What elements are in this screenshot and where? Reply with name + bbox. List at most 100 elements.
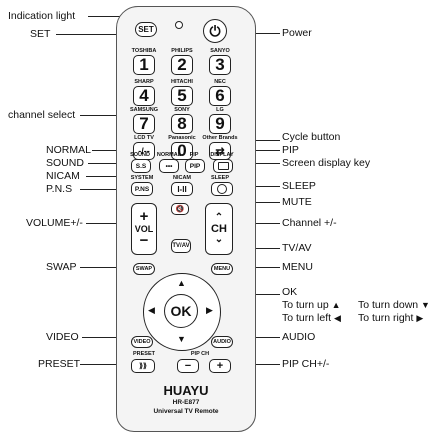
pip-ch-small-label: PIP CH (190, 351, 210, 357)
brand-label: NEC (214, 79, 226, 85)
power-label: Power (282, 27, 312, 39)
brand-label: SHARP (134, 79, 154, 85)
digit-3-button[interactable]: 3 (209, 55, 231, 75)
preset-button[interactable]: ⟫⟫ (131, 359, 155, 373)
digit-dash-button[interactable]: -/-- (133, 142, 155, 160)
screen-icon (217, 162, 229, 170)
video-button[interactable]: VIDEO (131, 336, 153, 348)
channel-leader (240, 223, 280, 224)
pns-leader (80, 189, 128, 190)
nicam-label: NICAM (46, 170, 80, 182)
pip-ch-label: PIP CH+/- (282, 358, 330, 370)
swap-button[interactable]: SWAP (133, 263, 155, 275)
channel-text: CH (211, 223, 227, 235)
clock-icon (217, 184, 227, 194)
arrow-right-icon[interactable]: ▶ (206, 305, 213, 315)
digit-6-button[interactable]: 6 (209, 86, 231, 106)
channel-select-label: channel select (8, 109, 76, 121)
row-label: SLEEP (210, 175, 230, 181)
video-leader (82, 337, 130, 338)
brand-label: SONY (174, 107, 190, 113)
ok-label: OK (282, 286, 298, 298)
sleep-button[interactable] (211, 182, 233, 196)
nicam-button[interactable]: I-II (171, 182, 193, 196)
pip-label: PIP (282, 144, 299, 156)
turn-left-label: To turn left ◀ (282, 312, 341, 324)
channel-select-leader (80, 115, 128, 116)
digit-1-button[interactable]: 1 (133, 55, 155, 75)
mute-button[interactable]: 🔇 (171, 203, 189, 215)
brand-label: PHILIPS (171, 48, 193, 54)
set-label: SET (30, 28, 51, 40)
channel-down-icon[interactable]: ⌄ (214, 234, 224, 245)
normal-label: NORMAL (46, 144, 91, 156)
pip-ch-leader (232, 364, 280, 365)
digit-0-button[interactable]: 0 (171, 141, 193, 160)
screen-display-key-label: Screen display key (282, 157, 371, 169)
channel-up-icon[interactable]: ⌃ (214, 212, 224, 223)
turn-right-label: To turn right ▶ (358, 312, 424, 324)
pip-ch-plus-button[interactable]: + (209, 359, 231, 373)
cycle-button[interactable]: ⇄ (209, 142, 231, 160)
menu-button[interactable]: MENU (211, 263, 233, 275)
volume-leader (86, 223, 128, 224)
indication-light-label: Indication light (8, 10, 76, 22)
screen-display-leader (238, 163, 280, 164)
pip-button[interactable]: PIP (185, 159, 205, 173)
brand-label: LCD TV (134, 135, 154, 141)
pns-button[interactable]: P.NS (131, 182, 153, 196)
row-label: PIP (189, 152, 199, 158)
volume-text: VOL (134, 224, 154, 234)
power-button[interactable]: ⏻ (203, 19, 227, 43)
remote-subtitle: Universal TV Remote (153, 408, 219, 415)
menu-label: MENU (282, 261, 313, 273)
preset-label: PRESET (38, 358, 81, 370)
volume-down-button[interactable]: − (139, 232, 149, 249)
digit-8-button[interactable]: 8 (171, 114, 193, 134)
normal-button[interactable]: ••• (159, 159, 179, 173)
audio-leader (232, 337, 280, 338)
volume-rocker[interactable]: + VOL − (131, 203, 157, 255)
digit-9-button[interactable]: 9 (209, 114, 231, 134)
row-label: SOUND (130, 152, 150, 158)
turn-up-label: To turn up ▲ (282, 299, 341, 311)
tvav-button[interactable]: TV/AV (171, 239, 191, 253)
cycle-button-label: Cycle button (282, 131, 341, 143)
indication-light (175, 21, 183, 29)
brand-label: Other Brands (202, 135, 238, 141)
brand-name: HUAYU (163, 383, 209, 398)
sound-label: SOUND (46, 157, 84, 169)
digit-5-button[interactable]: 5 (171, 86, 193, 106)
volume-label: VOLUME+/- (26, 217, 83, 229)
speaker-mute-icon: 🔇 (175, 206, 185, 213)
brand-label: LG (216, 107, 224, 113)
pip-ch-minus-button[interactable]: − (177, 359, 199, 373)
digit-4-button[interactable]: 4 (133, 86, 155, 106)
arrow-up-icon[interactable]: ▲ (177, 278, 186, 288)
arrow-down-icon[interactable]: ▼ (177, 334, 186, 344)
digit-7-button[interactable]: 7 (133, 114, 155, 134)
brand-label: SANYO (210, 48, 230, 54)
arrow-left-icon[interactable]: ◀ (148, 305, 155, 315)
channel-rocker[interactable]: ⌃ CH ⌄ (205, 203, 233, 255)
ok-button[interactable]: OK (164, 294, 198, 328)
channel-label: Channel +/- (282, 217, 337, 229)
brand-label: SAMSUNG (129, 107, 159, 113)
swap-label: SWAP (46, 261, 77, 273)
sound-leader (88, 163, 128, 164)
set-leader (56, 34, 138, 35)
cycle-button-leader (236, 140, 280, 141)
video-label: VIDEO (46, 331, 79, 343)
preset-small-label: PRESET (132, 351, 155, 357)
menu-leader (232, 267, 280, 268)
display-button[interactable] (213, 159, 233, 173)
tvav-label: TV/AV (282, 242, 312, 254)
row-label: NORMAL (156, 152, 182, 158)
row-label: SYSTEM (130, 175, 154, 181)
ss-button[interactable]: S.S (131, 159, 151, 173)
set-button[interactable]: SET (135, 22, 157, 37)
mute-label: MUTE (282, 196, 312, 208)
volume-up-button[interactable]: + (139, 208, 149, 225)
digit-2-button[interactable]: 2 (171, 55, 193, 75)
audio-button[interactable]: AUDIO (211, 336, 233, 348)
